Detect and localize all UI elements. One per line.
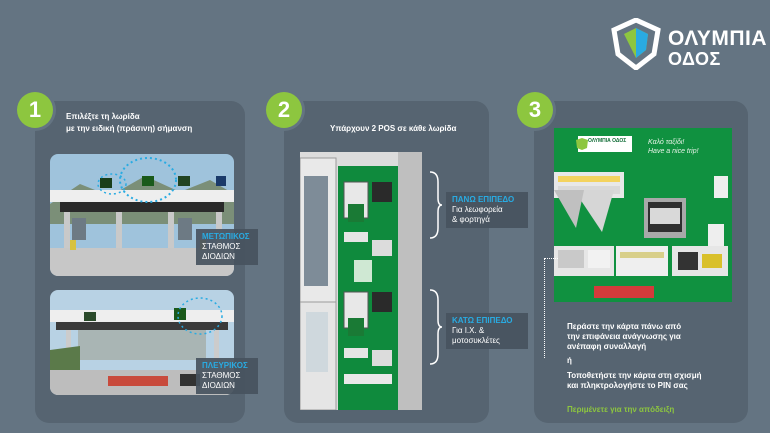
step3-instruction-contactless: Περάστε την κάρτα πάνω από την επιφάνεια… — [567, 322, 737, 352]
lower-level-line1: Για Ι.Χ. & — [452, 326, 485, 335]
upper-level-title: ΠΑΝΩ ΕΠΙΠΕΔΟ — [452, 195, 515, 204]
side-label-line1: ΣΤΑΘΜΟΣ — [202, 371, 241, 380]
upper-level-label: ΠΑΝΩ ΕΠΙΠΕΔΟ Για λεωφορεία & φορτηγά — [446, 192, 528, 228]
olympia-odos-mark-icon — [611, 18, 661, 70]
side-station-label: ΠΛΕΥΡΙΚΟΣ ΣΤΑΘΜΟΣ ΔΙΟΔΙΩΝ — [196, 358, 258, 394]
chip-line2: και πληκτρολογήστε το PIN σας — [567, 381, 688, 390]
contactless-line2: την επιφάνεια ανάγνωσης για — [567, 332, 681, 341]
sign-greeting-greek: Καλό ταξίδι! — [648, 139, 685, 146]
step1-title: Επιλέξτε τη λωρίδα με την ειδική (πράσιν… — [66, 111, 192, 135]
pos-kiosk-photo — [300, 152, 422, 410]
side-label-line2: ΔΙΟΔΙΩΝ — [202, 381, 235, 390]
sign-greeting-english: Have a nice trip! — [648, 148, 699, 155]
step3-or: ή — [567, 356, 572, 365]
side-label-type: ΠΛΕΥΡΙΚΟΣ — [202, 361, 248, 370]
step2-badge: 2 — [266, 92, 302, 128]
frontal-label-line1: ΣΤΑΘΜΟΣ — [202, 242, 241, 251]
contactless-line3: ανέπαφη συναλλαγή — [567, 342, 647, 351]
logo-line1: ΟΛΥΜΠΙΑ — [668, 27, 768, 50]
upper-level-line1: Για λεωφορεία — [452, 205, 503, 214]
contactless-line1: Περάστε την κάρτα πάνω από — [567, 322, 682, 331]
step1-title-line1: Επιλέξτε τη λωρίδα — [66, 112, 140, 121]
upper-level-brace — [429, 171, 442, 239]
dotted-connector-horizontal — [544, 258, 558, 259]
step3-instruction-chip: Τοποθετήστε την κάρτα στη σχισμή και πλη… — [567, 371, 742, 391]
lower-level-line2: μοτοσυκλέτες — [452, 336, 500, 345]
step3-receipt-text: Περιμένετε για την απόδειξη — [567, 405, 675, 414]
step1-title-line2: με την ειδική (πράσινη) σήμανση — [66, 124, 193, 133]
upper-level-line2: & φορτηγά — [452, 215, 490, 224]
frontal-station-label: ΜΕΤΩΠΙΚΟΣ ΣΤΑΘΜΟΣ ΔΙΟΔΙΩΝ — [196, 229, 258, 265]
frontal-label-type: ΜΕΤΩΠΙΚΟΣ — [202, 232, 250, 241]
lower-level-title: ΚΑΤΩ ΕΠΙΠΕΔΟ — [452, 316, 513, 325]
chip-line1: Τοποθετήστε την κάρτα στη σχισμή — [567, 371, 702, 380]
pos-terminal-photo: ΟΛΥΜΠΙΑ ΟΔΟΣ Καλό ταξίδι! Have a nice tr… — [554, 128, 732, 302]
frontal-toll-photo — [50, 154, 234, 276]
frontal-label-line2: ΔΙΟΔΙΩΝ — [202, 252, 235, 261]
sign-logo: ΟΛΥΜΠΙΑ ΟΔΟΣ — [588, 138, 627, 144]
step3-badge: 3 — [517, 92, 553, 128]
logo-line2: ΟΔΟΣ — [668, 49, 721, 69]
step2-title: Υπάρχουν 2 POS σε κάθε λωρίδα — [330, 124, 457, 133]
olympia-odos-logo: ΟΛΥΜΠΙΑ ΟΔΟΣ — [610, 18, 768, 70]
lower-level-label: ΚΑΤΩ ΕΠΙΠΕΔΟ Για Ι.Χ. & μοτοσυκλέτες — [446, 313, 528, 349]
dotted-connector-vertical — [544, 258, 545, 358]
step1-badge: 1 — [17, 92, 53, 128]
lower-level-brace — [429, 289, 442, 365]
